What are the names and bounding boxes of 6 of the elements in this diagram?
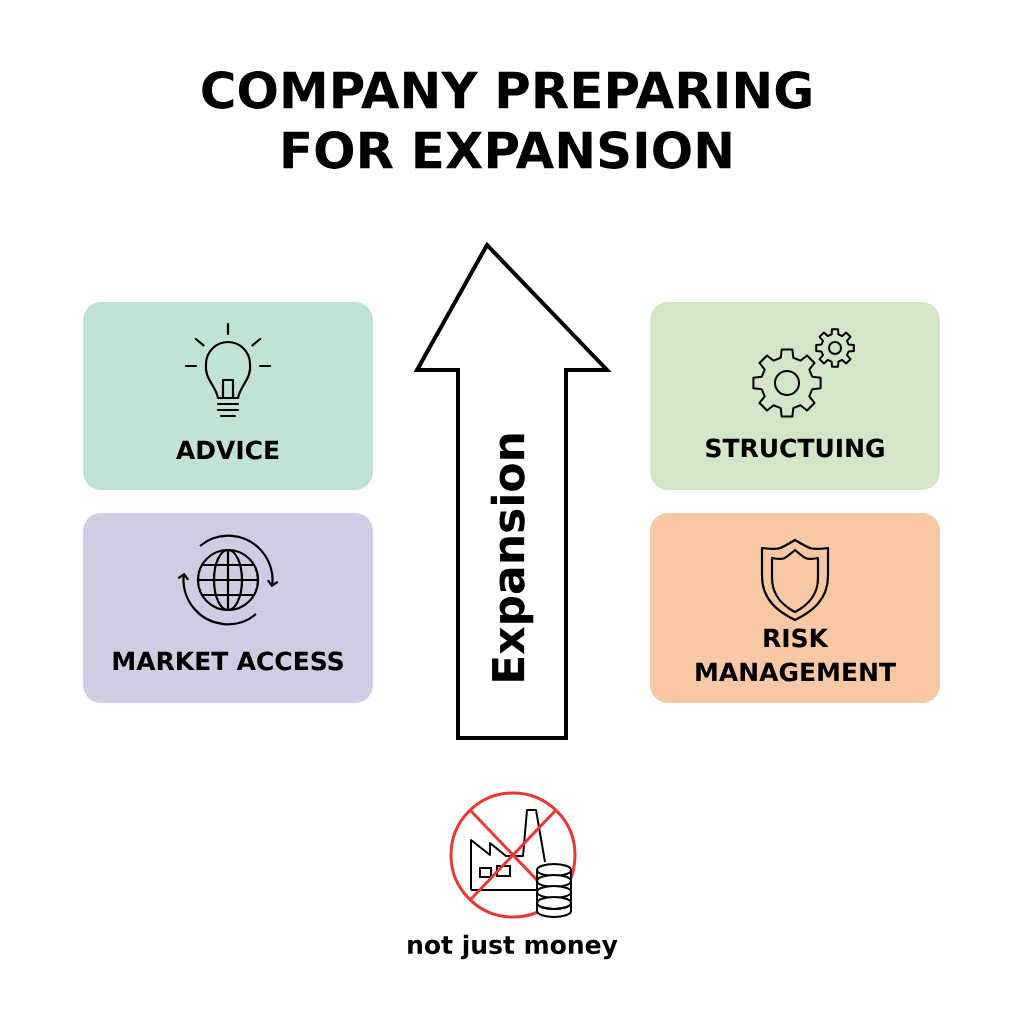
- card: STRUCTUING: [650, 302, 940, 490]
- title: COMPANY PREPARING FOR EXPANSION: [202, 71, 811, 169]
- card: MARKET ACCESS: [83, 513, 373, 703]
- card: ADVICE: [83, 302, 373, 490]
- card: RISK MANAGEMENT: [650, 513, 940, 703]
- caption: not just money: [408, 934, 618, 960]
